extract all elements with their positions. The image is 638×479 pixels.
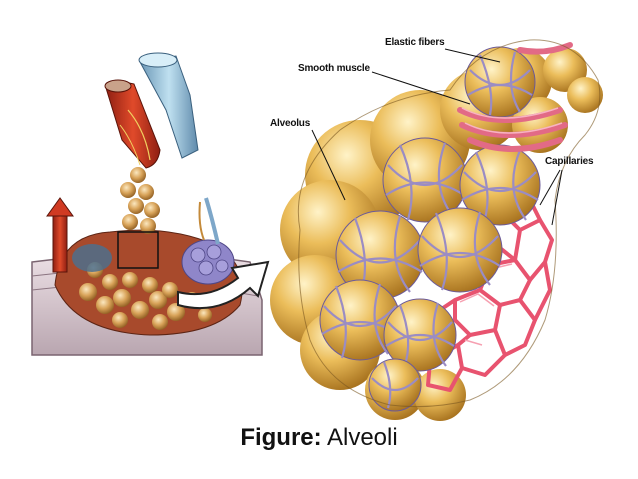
alveoli-enlarged (270, 39, 603, 421)
label-elastic-fibers: Elastic fibers (385, 37, 445, 48)
leader-capillaries-1 (539, 169, 561, 206)
bronchiole-stalk (120, 167, 160, 234)
leader-lines (311, 48, 563, 226)
leader-capillaries-2 (551, 169, 563, 226)
front-sacs (319, 46, 541, 412)
pulmonary-artery (105, 82, 161, 169)
leader-alveolus (311, 129, 346, 201)
venous-patch (72, 244, 112, 272)
figure-caption: Figure: Alveoli (0, 424, 638, 452)
label-alveolus: Alveolus (270, 118, 311, 129)
alveoli-outline (297, 39, 601, 408)
pulmonary-vein (139, 55, 199, 159)
lung-lobule-overview (31, 52, 263, 356)
caption-prefix: Figure: (240, 424, 322, 451)
leader-elastic-fibers (444, 48, 501, 63)
label-capillaries: Capillaries (545, 156, 594, 167)
label-smooth-muscle: Smooth muscle (298, 63, 370, 74)
zoom-box (117, 231, 159, 269)
smooth-muscle-band (457, 42, 573, 152)
red-vessel-arrow (46, 197, 74, 273)
leader-smooth-muscle (371, 71, 471, 105)
capillary-net-small (181, 239, 235, 285)
zoom-arrow (177, 260, 270, 309)
caption-text: Alveoli (321, 424, 398, 451)
smooth-muscle-highlight (461, 107, 563, 134)
